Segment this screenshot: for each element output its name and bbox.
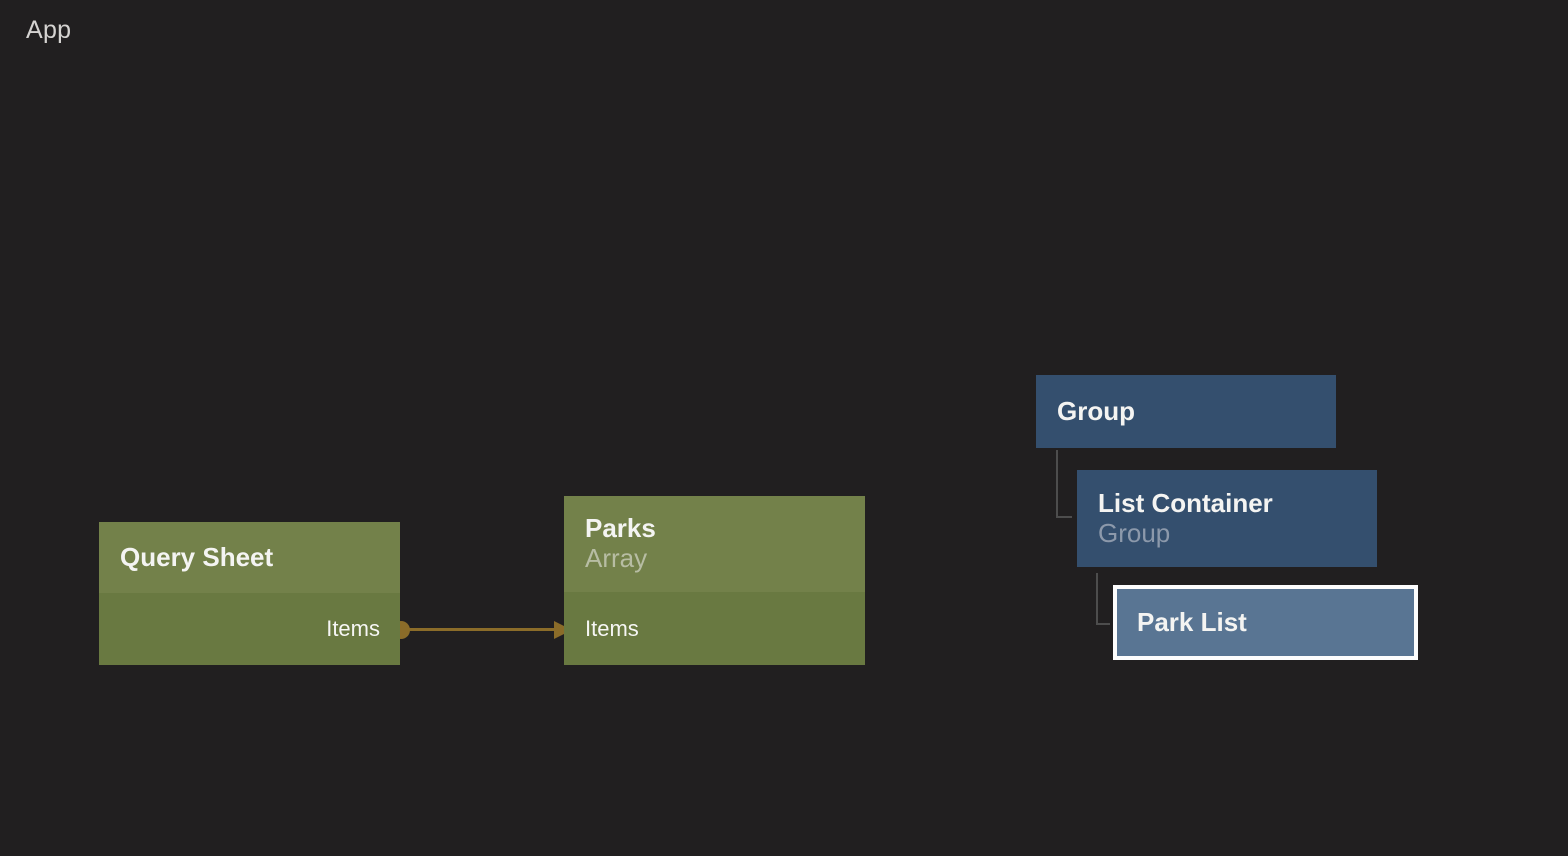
port-items-output-label: Items (326, 616, 380, 641)
node-group-title: Group (1057, 395, 1135, 426)
node-query-sheet-body: Items (99, 593, 400, 665)
node-parks-body: Items (564, 592, 865, 665)
edge-line (401, 628, 557, 631)
node-parks-subtitle: Array (585, 543, 648, 573)
node-query-sheet-title: Query Sheet (120, 541, 274, 572)
node-query-sheet-header[interactable]: Query Sheet (99, 522, 400, 593)
port-items-input-label: Items (585, 615, 639, 641)
app-breadcrumb[interactable]: App (26, 16, 72, 44)
tree-connector-list-container-to-park-list (1096, 573, 1110, 625)
node-park-list-selected[interactable]: Park List (1113, 585, 1418, 660)
port-items-output[interactable]: Items (99, 593, 400, 665)
node-parks-header[interactable]: Parks Array (564, 496, 865, 592)
node-query-sheet[interactable]: Query Sheet Items (99, 522, 400, 665)
node-list-container-subtitle: Group (1098, 517, 1171, 548)
node-parks-title: Parks (585, 513, 656, 544)
tree-connector-group-to-list-container (1056, 450, 1072, 518)
node-list-container[interactable]: List Container Group (1077, 470, 1377, 567)
node-parks[interactable]: Parks Array Items (564, 496, 865, 665)
node-group[interactable]: Group (1036, 375, 1336, 448)
node-park-list-title: Park List (1137, 606, 1247, 637)
node-list-container-title: List Container (1098, 487, 1273, 518)
port-items-input[interactable]: Items (564, 592, 865, 665)
